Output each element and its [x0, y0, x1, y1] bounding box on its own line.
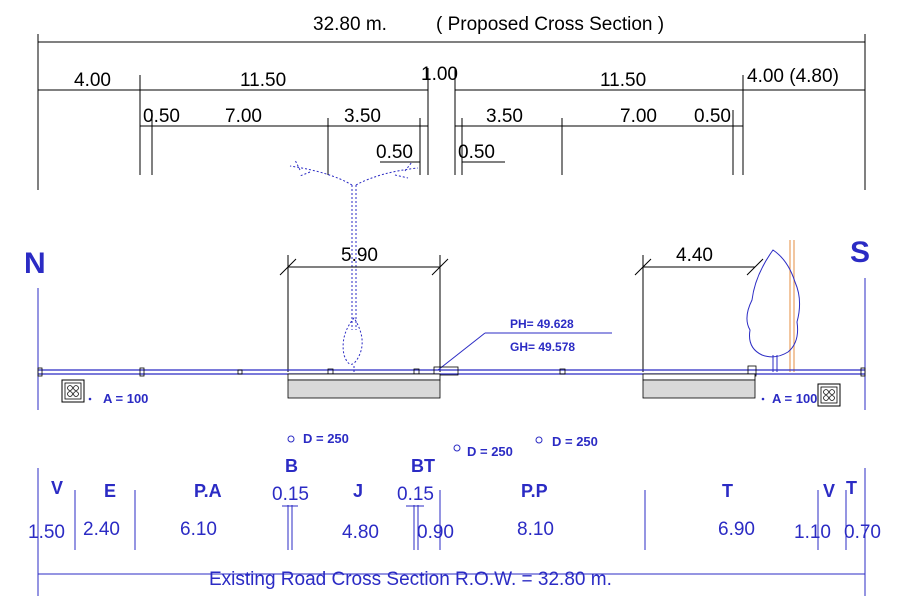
tier3-label-1: 0.50 [458, 142, 495, 163]
zone-label-7: T [722, 481, 733, 501]
proposed-dimensions [37, 34, 866, 190]
pipe-label-2: D = 250 [552, 434, 598, 449]
existing-dim-1: 2.40 [83, 519, 120, 540]
existing-dim-5: 0.15 [397, 484, 434, 505]
pipe-icon-1 [453, 444, 461, 452]
pipe-label-1: D = 250 [467, 444, 513, 459]
pipe-label-0: D = 250 [303, 431, 349, 446]
drain-box-right-icon [761, 383, 841, 407]
tier1-label-3: 11.50 [600, 70, 646, 91]
existing-dim-8: 6.90 [718, 519, 755, 540]
tier2-label-4: 7.00 [620, 106, 657, 127]
elevation-callout [437, 332, 612, 371]
tier2-label-3: 3.50 [486, 106, 523, 127]
tier2-label-1: 7.00 [225, 106, 262, 127]
existing-dimensions [37, 468, 866, 596]
width-dim-left [279, 255, 449, 372]
existing-dim-4: 4.80 [342, 522, 379, 543]
tier1-label-1: 11.50 [240, 70, 286, 91]
pipe-icon-2 [535, 436, 543, 444]
tier2-label-0: 0.50 [143, 106, 180, 127]
existing-dim-10: 0.70 [844, 522, 881, 543]
proposed-title-label: ( Proposed Cross Section ) [436, 14, 664, 35]
tier1-label-4: 4.00 (4.80) [747, 66, 839, 87]
proposed-total-label: 32.80 m. [313, 14, 387, 35]
width-label-left: 5.90 [341, 245, 378, 266]
zone-label-1: E [104, 481, 116, 501]
north-label: N [24, 247, 46, 280]
zone-label-3: B [285, 456, 298, 476]
area-label-right: A = 100 [772, 391, 817, 406]
gh-elevation-label: GH= 49.578 [510, 340, 575, 354]
tier1-label-0: 4.00 [74, 70, 111, 91]
south-label: S [850, 236, 870, 269]
existing-dim-9: 1.10 [794, 522, 831, 543]
zone-label-8: V [823, 481, 835, 501]
tier2-label-5: 0.50 [694, 106, 731, 127]
width-dim-right [634, 255, 764, 372]
existing-dim-6: 0.90 [417, 522, 454, 543]
zone-label-4: J [353, 481, 363, 501]
existing-dim-0: 1.50 [28, 522, 65, 543]
existing-dim-7: 8.10 [517, 519, 554, 540]
zone-label-2: P.A [194, 481, 222, 501]
existing-dim-2: 6.10 [180, 519, 217, 540]
ph-elevation-label: PH= 49.628 [510, 317, 574, 331]
drain-box-left-icon [61, 379, 92, 403]
tier3-label-0: 0.50 [376, 142, 413, 163]
median-tree-icon [289, 159, 419, 372]
pipe-icon-0 [287, 435, 295, 443]
area-label-left: A = 100 [103, 391, 148, 406]
zone-label-0: V [51, 478, 63, 498]
zone-label-6: P.P [521, 481, 548, 501]
tier1-label-2: 1.00 [421, 64, 458, 85]
width-label-right: 4.40 [676, 245, 713, 266]
median-slab-right [642, 373, 756, 399]
zone-label-9: T [846, 478, 857, 498]
existing-caption: Existing Road Cross Section R.O.W. = 32.… [209, 569, 612, 590]
existing-dim-3: 0.15 [272, 484, 309, 505]
median-slab-left [287, 373, 441, 399]
roadside-tree-icon [746, 240, 801, 372]
tier2-label-2: 3.50 [344, 106, 381, 127]
zone-label-5: BT [411, 456, 435, 476]
